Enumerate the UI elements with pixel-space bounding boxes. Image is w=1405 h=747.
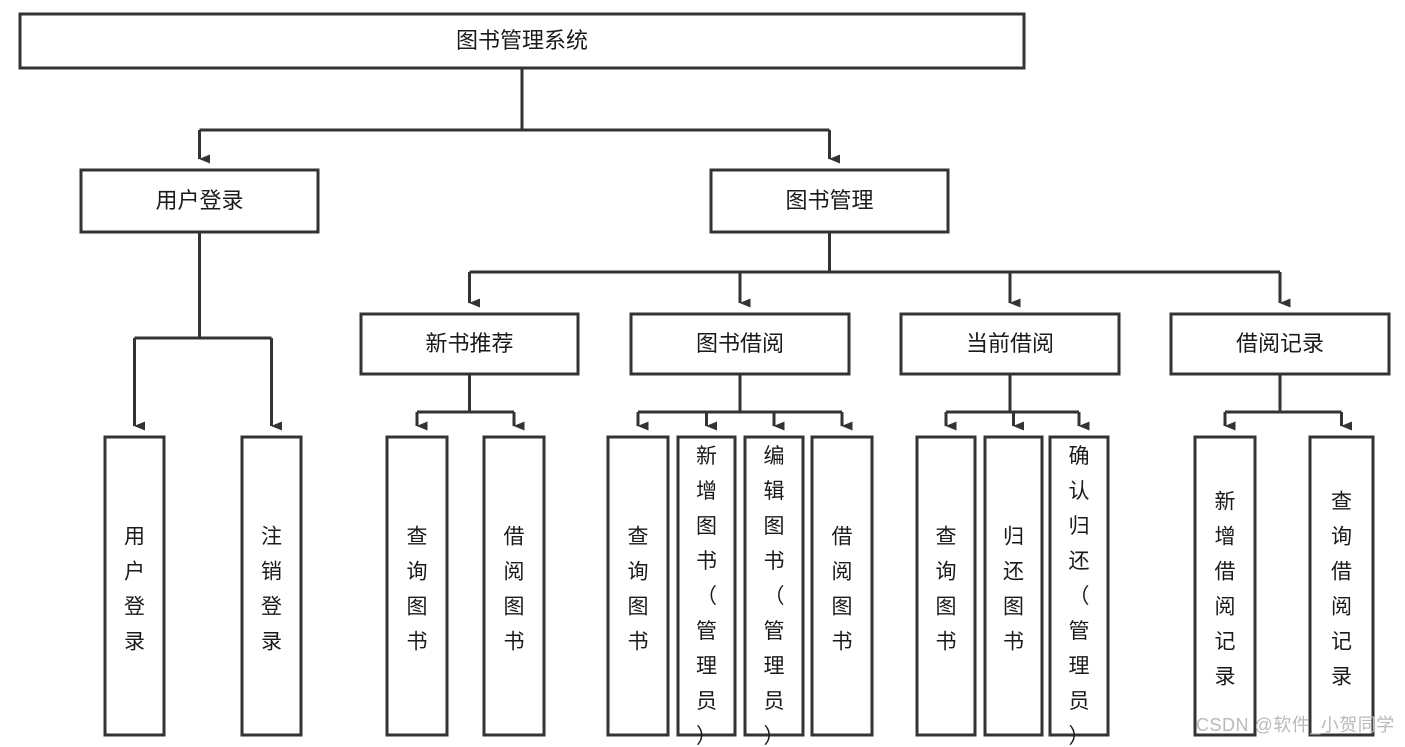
node-label: 用户登录	[124, 525, 145, 653]
node-leaf-rec-borrow-book[interactable]: 借阅图书	[482, 435, 546, 737]
node-label: 借阅图书	[832, 525, 853, 653]
node-leaf-user-logout[interactable]: 注销登录	[240, 435, 303, 737]
node-box	[359, 312, 580, 376]
node-label: 借阅图书	[504, 525, 525, 653]
node-label: 查询图书	[407, 525, 428, 653]
node-box	[606, 435, 670, 737]
node-leaf-cur-return-book[interactable]: 归还图书	[983, 435, 1044, 737]
node-leaf-borrow-edit-book[interactable]: 编辑图书（管理员）	[743, 435, 805, 747]
node-label: 归还图书	[1003, 525, 1024, 653]
node-user-login[interactable]: 用户登录	[79, 168, 320, 234]
node-box	[1048, 435, 1110, 737]
node-box	[1193, 435, 1257, 737]
node-label: 图书借阅	[696, 331, 784, 356]
node-box	[1308, 435, 1375, 737]
node-book-borrow[interactable]: 图书借阅	[629, 312, 851, 376]
node-leaf-rec-add-record[interactable]: 新增借阅记录	[1193, 435, 1257, 737]
node-box	[1169, 312, 1391, 376]
node-box	[629, 312, 851, 376]
node-label: 当前借阅	[966, 331, 1054, 356]
node-label: 编辑图书（管理员）	[764, 445, 785, 747]
node-box	[240, 435, 303, 737]
node-label: 图书管理系统	[456, 28, 588, 53]
node-group: 图书管理系统用户登录图书管理新书推荐图书借阅当前借阅借阅记录用户登录注销登录查询…	[18, 12, 1391, 747]
node-label: 借阅记录	[1236, 331, 1324, 356]
node-leaf-rec-query-record[interactable]: 查询借阅记录	[1308, 435, 1375, 737]
node-label: 查询图书	[628, 525, 649, 653]
node-leaf-cur-query-book[interactable]: 查询图书	[915, 435, 977, 737]
connector-lines	[133, 68, 1352, 431]
node-leaf-borrow-borrow-book[interactable]: 借阅图书	[810, 435, 874, 737]
node-box	[385, 435, 449, 737]
node-label: 新书推荐	[425, 331, 513, 356]
node-label: 确认归还（管理员）	[1069, 445, 1090, 747]
node-leaf-user-login[interactable]: 用户登录	[103, 435, 166, 737]
node-box	[915, 435, 977, 737]
node-box	[482, 435, 546, 737]
node-root[interactable]: 图书管理系统	[18, 12, 1026, 70]
node-box	[899, 312, 1121, 376]
node-borrow-record[interactable]: 借阅记录	[1169, 312, 1391, 376]
node-new-book-recommend[interactable]: 新书推荐	[359, 312, 580, 376]
node-box	[676, 435, 737, 737]
node-current-borrow[interactable]: 当前借阅	[899, 312, 1121, 376]
node-book-manage[interactable]: 图书管理	[709, 168, 950, 234]
node-label: 新增借阅记录	[1215, 490, 1236, 688]
node-label: 新增图书（管理员）	[696, 445, 717, 747]
node-box	[709, 168, 950, 234]
node-label: 图书管理	[785, 188, 873, 213]
node-label: 注销登录	[261, 525, 282, 653]
node-box	[103, 435, 166, 737]
node-label: 查询借阅记录	[1331, 490, 1352, 688]
node-box	[79, 168, 320, 234]
node-box	[18, 12, 1026, 70]
node-box	[983, 435, 1044, 737]
node-leaf-borrow-query-book[interactable]: 查询图书	[606, 435, 670, 737]
node-leaf-rec-query-book[interactable]: 查询图书	[385, 435, 449, 737]
node-label: 查询图书	[936, 525, 957, 653]
node-leaf-cur-confirm-return[interactable]: 确认归还（管理员）	[1048, 435, 1110, 747]
node-label: 用户登录	[155, 188, 243, 213]
node-box	[810, 435, 874, 737]
node-leaf-borrow-add-book[interactable]: 新增图书（管理员）	[676, 435, 737, 747]
node-box	[743, 435, 805, 737]
